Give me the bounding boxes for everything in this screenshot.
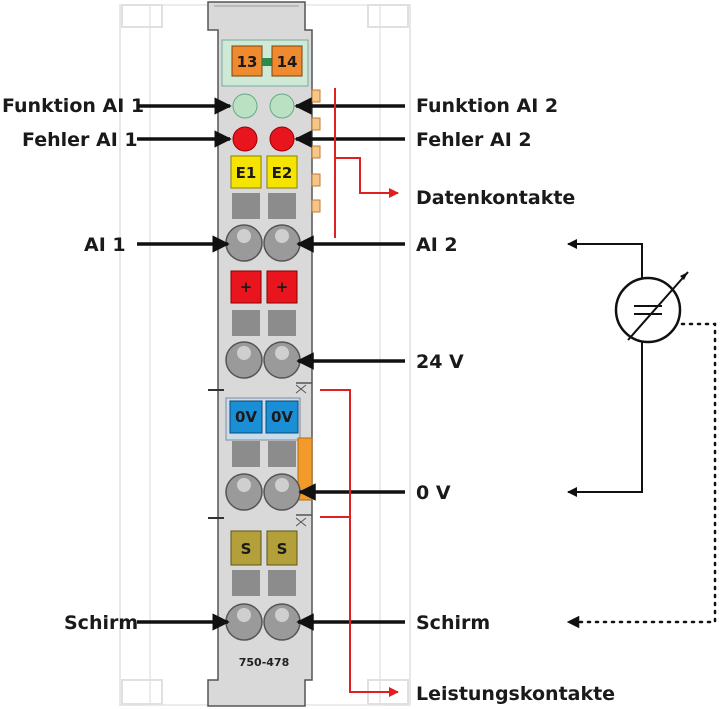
label-funktion-ai1: Funktion AI 1: [2, 95, 144, 117]
clamp-0v-left: [225, 473, 263, 511]
svg-text:+: +: [240, 278, 253, 296]
label-datenkontakte: Datenkontakte: [416, 187, 575, 209]
label-leistungskontakte: Leistungskontakte: [416, 683, 615, 705]
label-schirm-left: Schirm: [64, 612, 138, 634]
terminal-plus-right: +: [266, 270, 298, 304]
clamp-shield-left: [225, 603, 263, 641]
svg-text:S: S: [241, 540, 252, 558]
svg-text:14: 14: [277, 53, 298, 71]
clamp-ai1: [225, 224, 263, 262]
terminal-e1: E1: [230, 155, 262, 189]
function-ai2-led: [269, 93, 295, 119]
label-funktion-ai2: Funktion AI 2: [416, 95, 558, 117]
error-ai2-led: [269, 126, 295, 152]
data-contacts-bracket: [334, 88, 399, 238]
clamp-24v-left: [225, 341, 263, 379]
terminal-13: 13: [231, 45, 263, 77]
terminal-0v-right: 0V: [265, 400, 299, 434]
model-number: 750-478: [239, 656, 290, 669]
clamp-0v-right: [263, 473, 301, 511]
terminal-e2: E2: [266, 155, 298, 189]
svg-text:+: +: [276, 278, 289, 296]
label-ai1: AI 1: [84, 234, 126, 256]
svg-text:13: 13: [237, 53, 258, 71]
svg-text:0V: 0V: [235, 408, 257, 426]
label-ai2: AI 2: [416, 234, 458, 256]
clamp-ai2: [263, 224, 301, 262]
svg-text:E2: E2: [272, 164, 293, 182]
label-fehler-ai2: Fehler AI 2: [416, 129, 532, 151]
terminal-plus-left: +: [230, 270, 262, 304]
svg-text:E1: E1: [236, 164, 257, 182]
label-fehler-ai1: Fehler AI 1: [22, 129, 138, 151]
label-0v: 0 V: [416, 482, 451, 504]
power-contacts-bracket: [320, 389, 399, 697]
clamp-24v-right: [263, 341, 301, 379]
function-ai1-led: [232, 93, 258, 119]
terminal-s-left: S: [230, 530, 262, 566]
svg-text:0V: 0V: [271, 408, 293, 426]
terminal-14: 14: [271, 45, 303, 77]
terminal-0v-left: 0V: [229, 400, 263, 434]
sensor-icon: [614, 271, 689, 344]
svg-text:S: S: [277, 540, 288, 558]
terminal-s-right: S: [266, 530, 298, 566]
clamp-shield-right: [263, 603, 301, 641]
error-ai1-led: [232, 126, 258, 152]
label-24v: 24 V: [416, 351, 464, 373]
label-schirm-right: Schirm: [416, 612, 490, 634]
